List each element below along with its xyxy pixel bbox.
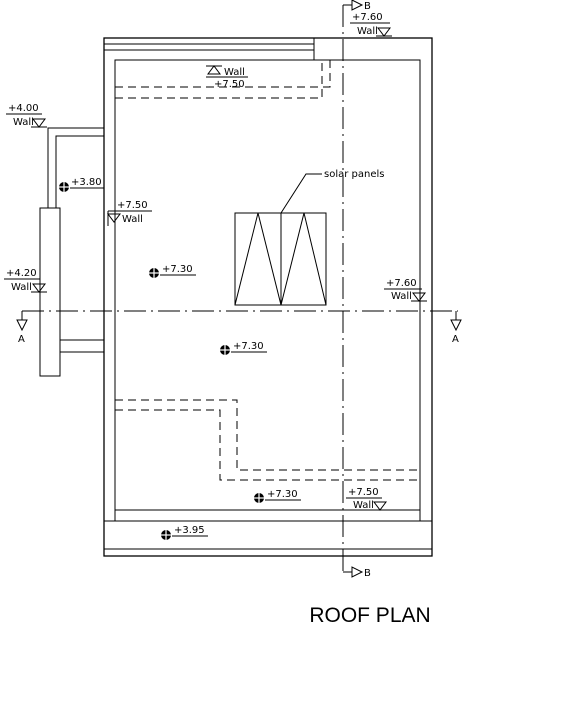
building-outline [103,37,433,557]
spot-level-730-b: +7.30 [219,341,267,356]
svg-text:B: B [364,568,371,579]
svg-text:+7.30: +7.30 [233,341,264,352]
level-wall-750-upper: Wall +7.50 [206,65,248,90]
svg-text:Wall: Wall [11,282,32,293]
svg-text:Wall: Wall [122,214,143,225]
section-marker-b-bottom: B [343,566,371,579]
svg-text:A: A [452,334,459,345]
level-wall-750-lower: +7.50 Wall [346,487,388,511]
svg-text:+4.20: +4.20 [6,268,37,279]
svg-text:+7.60: +7.60 [352,12,383,23]
svg-text:A: A [18,334,25,345]
svg-text:+7.50: +7.50 [214,79,245,90]
svg-text:Wall: Wall [13,117,34,128]
section-marker-a-right: A [450,311,462,345]
solar-panels-callout: solar panels [280,169,384,214]
svg-text:+3.95: +3.95 [174,525,205,536]
svg-text:Wall: Wall [353,500,374,511]
level-wall-400: +4.00 Wall [6,103,47,128]
spot-level-730-a: +7.30 [148,264,196,279]
svg-text:+7.50: +7.50 [117,200,148,211]
drawing-title: ROOF PLAN [309,604,430,627]
svg-text:+7.30: +7.30 [162,264,193,275]
hidden-lines [115,60,420,481]
svg-text:+3.80: +3.80 [71,177,102,188]
left-annex [39,127,104,377]
solar-panels [234,212,327,306]
section-marker-a-left: A [16,311,28,345]
svg-text:B: B [364,1,371,12]
section-lines [22,5,458,572]
level-wall-420: +4.20 Wall [4,268,47,293]
svg-text:Wall: Wall [224,67,245,78]
svg-text:Wall: Wall [357,26,378,37]
spot-level-730-c: +7.30 [253,489,301,504]
svg-text:solar panels: solar panels [324,169,384,180]
svg-text:+7.30: +7.30 [267,489,298,500]
svg-text:+7.50: +7.50 [348,487,379,498]
level-wall-760-right: +7.60 Wall [384,278,427,302]
spot-level-395: +3.95 [160,525,208,541]
section-marker-b-top: B [343,0,371,12]
spot-level-380: +3.80 [58,177,104,193]
level-wall-760-top: +7.60 Wall [350,12,392,37]
level-wall-750-left: +7.50 Wall [107,200,152,226]
svg-text:+4.00: +4.00 [8,103,39,114]
svg-text:+7.60: +7.60 [386,278,417,289]
svg-text:Wall: Wall [391,291,412,302]
